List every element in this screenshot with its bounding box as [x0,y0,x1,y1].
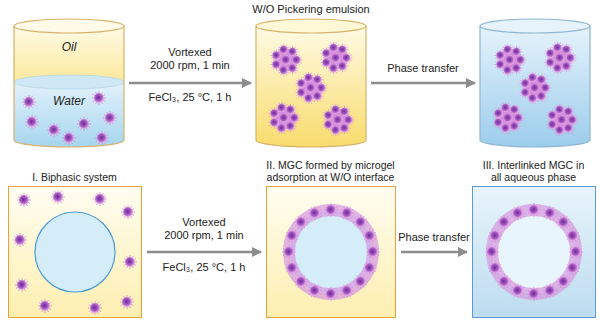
step-label: Phase transfer [398,231,470,244]
microgel-cluster [547,104,579,136]
beaker: OilWater [14,18,124,148]
biphasic-beaker [14,19,124,147]
beaker-rim [480,19,590,33]
process-arrow [371,82,475,85]
water-phase [480,19,590,147]
oil-ground [266,186,396,318]
biphasic-panel [8,186,142,318]
oil-ground [8,186,142,318]
microgel [93,192,107,206]
phase-label: Oil [62,40,77,54]
aqueous-beaker [480,19,590,147]
microgel [103,111,117,125]
microgel [17,193,31,207]
oil-phase [256,19,366,147]
microgel [25,115,39,129]
step-label: Phase transfer [387,62,459,75]
microgel [62,131,76,145]
oil-phase [14,19,124,89]
water-ground [472,186,596,318]
stage-panel: I. Biphasic system [8,186,142,318]
microgel-cluster [323,104,355,136]
beaker-rim [14,19,124,33]
microgel-cluster [520,72,552,104]
beaker-wall [480,26,590,147]
interlinked-panel [472,186,596,318]
microgel-cluster [296,72,328,104]
microgel [47,123,61,137]
condition-text: FeCl₃, 25 °C, 1 h [163,261,246,274]
beaker [480,18,590,148]
microgel-cluster [271,44,303,76]
water-droplet [35,212,115,292]
microgel-cluster [269,102,301,134]
water-phase [14,82,124,147]
process-arrow [401,251,467,254]
microgel-cluster [493,102,525,134]
condition-text: 2000 rpm, 1 min [150,59,229,72]
beaker-wall [14,26,124,147]
microgel-cluster [495,44,527,76]
phase-label: Water [53,94,85,108]
microgel [22,95,36,109]
microgel [88,301,102,315]
process-arrow [129,82,251,85]
beaker-rim [256,19,366,33]
emulsion-beaker [256,19,366,147]
microgel [95,131,109,145]
microgel [13,233,27,247]
condition-text: Vortexed [168,46,211,59]
microgel [92,91,106,105]
microgel [120,295,134,309]
beaker [256,18,366,148]
condition-text: 2000 rpm, 1 min [164,229,243,242]
figure-title: W/O Pickering emulsion [252,3,369,16]
stage-heading: I. Biphasic system [0,171,150,183]
microgel [51,190,65,204]
interface [14,75,124,89]
stage-panel: II. MGC formed by microgel adsorption at… [266,186,396,318]
microgel [15,278,29,292]
microgel-ring [282,203,380,301]
condition-text: FeCl₃, 25 °C, 1 h [149,91,232,104]
microgel [123,255,137,269]
beaker-wall [256,26,366,147]
microgel-ring [485,203,583,301]
microgel-cluster [545,42,577,74]
mgc-panel [266,186,396,318]
condition-text: Vortexed [182,216,225,229]
stage-panel: III. Interlinked MGC in all aqueous phas… [472,186,596,318]
microgel [77,117,91,131]
microgel [38,299,52,313]
process-arrow [147,251,261,254]
stage-heading: III. Interlinked MGC in all aqueous phas… [479,159,589,183]
microgel-cluster [321,42,353,74]
microgel [121,205,135,219]
stage-heading: II. MGC formed by microgel adsorption at… [256,159,406,183]
